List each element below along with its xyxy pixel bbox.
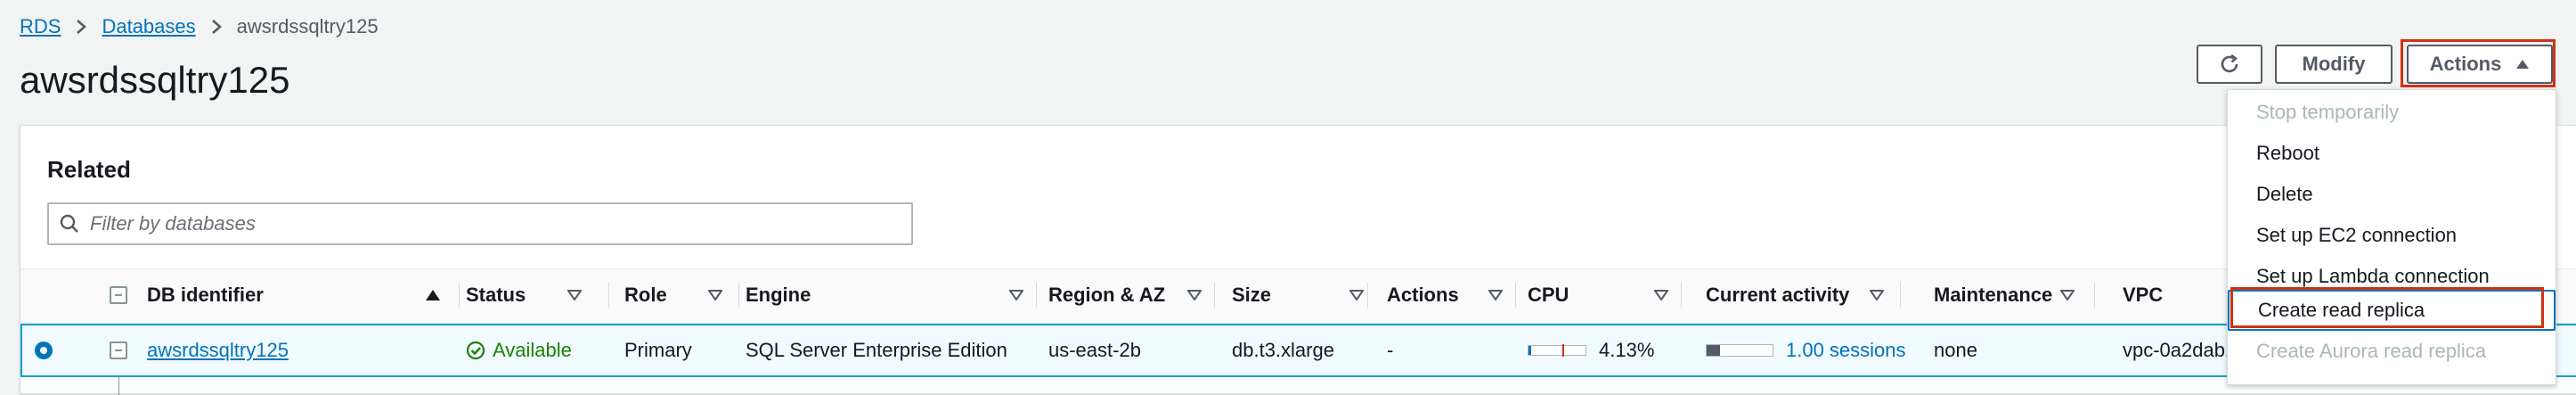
column-divider	[1214, 283, 1215, 308]
breadcrumb-current: awsrdssqltry125	[236, 15, 379, 37]
column-divider	[1515, 283, 1516, 308]
column-divider	[1900, 283, 1901, 308]
filter-databases[interactable]	[47, 202, 913, 245]
column-header-engine[interactable]: Engine	[746, 268, 1023, 322]
page-title: awsrdssqltry125	[20, 59, 290, 101]
db-identifier-link[interactable]: awsrdssqltry125	[147, 339, 289, 361]
sort-icon	[1870, 268, 1884, 322]
breadcrumb-databases-link[interactable]: Databases	[102, 15, 196, 37]
sort-icon	[2060, 268, 2075, 322]
column-header-db-identifier[interactable]: DB identifier	[147, 268, 441, 322]
column-header-region-az[interactable]: Region & AZ	[1048, 268, 1202, 322]
column-divider	[1036, 283, 1037, 308]
column-header-label: Region & AZ	[1048, 284, 1166, 306]
column-divider	[1367, 283, 1368, 308]
column-header-actions[interactable]: Actions	[1387, 268, 1503, 322]
sort-icon	[567, 268, 582, 322]
cell-maintenance: none	[1934, 339, 1977, 361]
menu-item-delete[interactable]: Delete	[2256, 183, 2313, 205]
column-header-label: DB identifier	[147, 284, 264, 306]
column-header-role[interactable]: Role	[624, 268, 722, 322]
column-divider	[1681, 283, 1682, 308]
menu-item-create-aurora-read-replica: Create Aurora read replica	[2256, 340, 2487, 362]
breadcrumb-rds-link[interactable]: RDS	[20, 15, 61, 37]
column-header-label: Current activity	[1706, 284, 1850, 306]
actions-button-label: Actions	[2429, 53, 2502, 75]
modify-button[interactable]: Modify	[2275, 45, 2393, 84]
column-header-label: VPC	[2123, 284, 2164, 306]
sort-icon	[1009, 268, 1023, 322]
filter-databases-input[interactable]	[88, 211, 893, 236]
tree-connector-line	[118, 377, 119, 395]
cell-vpc: vpc-0a2dab1	[2123, 339, 2237, 361]
column-header-current-activity[interactable]: Current activity	[1706, 268, 1884, 322]
column-header-label: Maintenance	[1934, 284, 2053, 306]
cell-engine: SQL Server Enterprise Edition	[746, 339, 1007, 361]
cell-size: db.t3.xlarge	[1232, 339, 1334, 361]
sort-icon	[1488, 268, 1503, 322]
cpu-value: 4.13%	[1599, 339, 1655, 361]
sort-icon	[1654, 268, 1668, 322]
cell-region-az: us-east-2b	[1048, 339, 1141, 361]
chevron-right-icon	[75, 18, 87, 36]
row-expand-checkbox[interactable]	[110, 324, 127, 377]
activity-fill	[1707, 345, 1720, 356]
sort-icon	[1187, 268, 1202, 322]
sort-icon	[1349, 268, 1364, 322]
related-title: Related	[47, 156, 131, 183]
sort-icon	[708, 268, 722, 322]
column-header-label: Actions	[1387, 284, 1459, 306]
column-divider	[738, 283, 739, 308]
menu-item-stop-temporarily: Stop temporarily	[2256, 101, 2400, 123]
cell-cpu: 4.13%	[1528, 324, 1654, 377]
select-all-checkbox[interactable]	[110, 268, 127, 322]
column-divider	[608, 283, 609, 308]
cell-role: Primary	[624, 339, 692, 361]
column-header-label: Status	[466, 284, 526, 306]
cpu-utilization-bar	[1528, 344, 1586, 357]
cpu-threshold-marker	[1562, 344, 1565, 357]
cell-current-activity: 1.00 sessions	[1706, 324, 1906, 377]
check-circle-icon	[466, 341, 493, 360]
actions-button[interactable]: Actions	[2407, 45, 2553, 84]
column-divider	[459, 283, 460, 308]
column-header-vpc[interactable]: VPC	[2123, 268, 2212, 322]
breadcrumb: RDS Databases awsrdssqltry125	[20, 12, 379, 41]
column-header-size[interactable]: Size	[1232, 268, 1364, 322]
current-activity-link[interactable]: 1.00 sessions	[1786, 339, 1906, 361]
cell-db-identifier: awsrdssqltry125	[147, 324, 289, 377]
search-icon	[60, 214, 79, 234]
column-header-status[interactable]: Status	[466, 268, 582, 322]
column-header-maintenance[interactable]: Maintenance	[1934, 268, 2075, 322]
menu-item-create-read-replica[interactable]: Create read replica	[2228, 290, 2556, 331]
refresh-icon	[2218, 53, 2241, 76]
cell-status: Available	[466, 324, 572, 377]
menu-item-setup-lambda-connection[interactable]: Set up Lambda connection	[2256, 265, 2490, 287]
refresh-button[interactable]	[2197, 45, 2262, 84]
table-header	[20, 268, 2576, 324]
related-panel: Related DB identifier Status Role Engine…	[20, 125, 2576, 395]
menu-item-setup-ec2-connection[interactable]: Set up EC2 connection	[2256, 224, 2458, 246]
column-header-cpu[interactable]: CPU	[1528, 268, 1668, 322]
chevron-right-icon	[210, 18, 223, 36]
status-text: Available	[493, 339, 572, 361]
sort-ascending-icon	[425, 268, 441, 322]
column-header-label: Engine	[746, 284, 811, 306]
caret-up-icon	[2515, 59, 2530, 70]
menu-item-reboot[interactable]: Reboot	[2256, 142, 2319, 164]
table-row[interactable]	[20, 324, 2576, 377]
actions-menu: Stop temporarily Reboot Delete Set up EC…	[2227, 89, 2556, 385]
row-select-radio[interactable]	[35, 324, 53, 377]
column-divider	[2094, 283, 2095, 308]
column-header-label: Size	[1232, 284, 1272, 306]
column-header-label: CPU	[1528, 284, 1569, 306]
column-header-label: Role	[624, 284, 667, 306]
cpu-utilization-fill	[1528, 346, 1531, 355]
cell-actions: -	[1387, 339, 1394, 361]
activity-bar	[1706, 344, 1773, 357]
